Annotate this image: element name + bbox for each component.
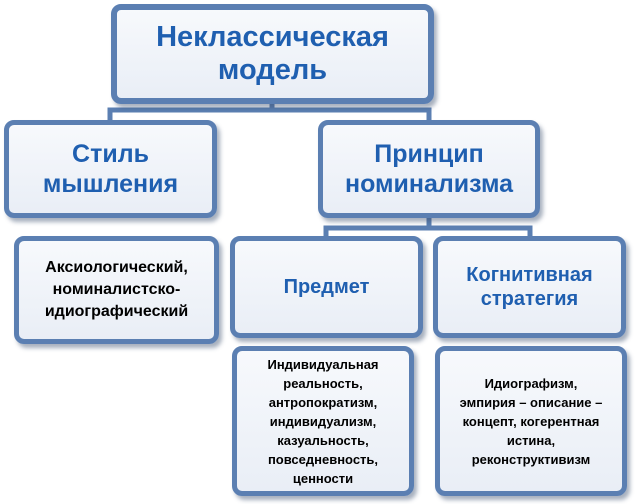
node-nonclassical-model-label: Неклассическая модель: [156, 21, 389, 86]
node-thinking-style-label: Стиль мышления: [42, 140, 179, 198]
node-nonclassical-model: Неклассическая модель: [111, 4, 434, 104]
node-idiographism: Идиографизм, эмпирия – описание – концеп…: [435, 346, 627, 496]
node-subject-label: Предмет: [283, 276, 370, 298]
node-thinking-style: Стиль мышления: [4, 120, 217, 218]
node-axiological-label: Аксиологический, номиналистско- идиограф…: [44, 259, 189, 320]
node-nominalism-principle: Принцип номинализма: [318, 120, 540, 218]
node-individual-reality: Индивидуальная реальность, антропократиз…: [232, 346, 414, 496]
node-cognitive-strategy-label: Когнитивная стратегия: [466, 264, 593, 310]
node-idiographism-label: Идиографизм, эмпирия – описание – концеп…: [459, 375, 603, 467]
node-axiological: Аксиологический, номиналистско- идиограф…: [14, 236, 219, 344]
node-nominalism-principle-label: Принцип номинализма: [344, 140, 514, 198]
node-cognitive-strategy: Когнитивная стратегия: [433, 236, 626, 338]
node-individual-reality-label: Индивидуальная реальность, антропократиз…: [267, 356, 379, 486]
node-subject: Предмет: [230, 236, 423, 338]
